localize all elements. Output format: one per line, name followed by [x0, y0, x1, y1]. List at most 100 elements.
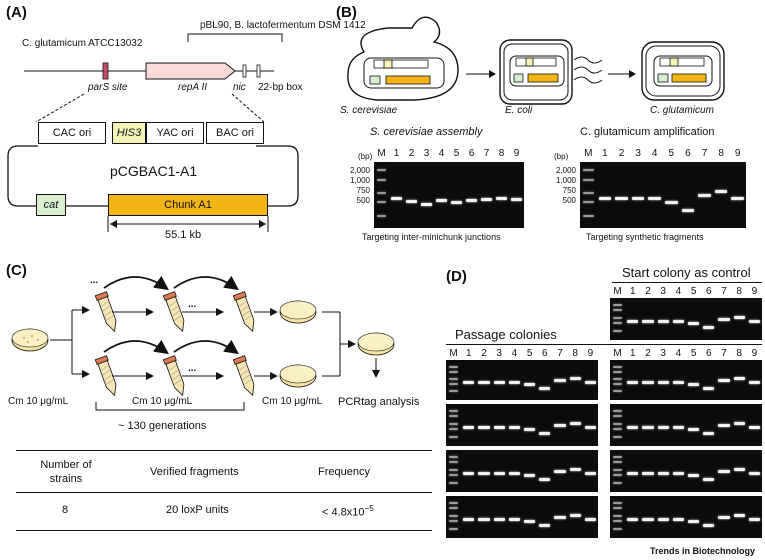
dna-band	[508, 517, 520, 521]
ladder-band	[449, 435, 459, 438]
dna-band	[688, 427, 700, 431]
lane-label: 6	[706, 348, 712, 359]
dna-band	[648, 196, 661, 200]
dna-band	[748, 425, 760, 429]
ladder-band	[449, 428, 459, 431]
cat-box: cat	[36, 194, 66, 216]
dna-band	[539, 432, 551, 436]
ladder-band	[449, 377, 459, 380]
ladder-band	[449, 409, 459, 412]
dna-band	[627, 319, 639, 323]
dna-band	[642, 425, 654, 429]
gel-passage-6	[610, 404, 762, 446]
lane-label: 4	[511, 348, 518, 359]
lane-label: M	[584, 148, 593, 159]
passage-title: Passage colonies	[455, 327, 557, 342]
dna-band	[451, 200, 462, 204]
dna-band	[539, 386, 551, 390]
ladder-band	[613, 365, 623, 368]
dna-band	[748, 319, 760, 323]
ladder-band	[613, 455, 623, 458]
dna-band	[569, 421, 581, 425]
panel-a-diagram	[7, 33, 299, 232]
dna-band	[598, 196, 612, 200]
dna-band	[421, 203, 432, 207]
lane-label: 3	[423, 148, 430, 159]
lane-label: M	[377, 148, 386, 159]
dna-band	[657, 471, 669, 475]
dna-band	[584, 425, 596, 429]
lane-label: 3	[635, 148, 641, 159]
ladder-band	[377, 214, 386, 217]
dna-band	[703, 432, 715, 436]
lane-label: 8	[498, 148, 505, 159]
plasmid-name: pCGBAC1-A1	[110, 163, 198, 179]
ecoli-cell-icon	[499, 39, 573, 105]
lane-label: 7	[701, 148, 708, 159]
dna-band	[478, 517, 490, 521]
lane-label: M	[613, 348, 622, 359]
ladder-band	[449, 501, 459, 504]
lane-label: 3	[496, 348, 502, 359]
lane-label: 1	[630, 348, 636, 359]
repa-arrow	[145, 62, 236, 80]
host-source-label: C. glutamicum ATCC13032	[22, 38, 143, 49]
dna-band	[688, 321, 700, 325]
lane-label: 6	[706, 286, 712, 297]
cac-ori-box: CAC ori	[38, 122, 106, 144]
ladder-band	[449, 382, 459, 385]
dna-band	[554, 515, 566, 519]
host-label-cglut: C. glutamicum	[650, 105, 714, 116]
ladder-band	[613, 428, 623, 431]
ladder-band	[583, 169, 594, 172]
ladder-band	[449, 520, 459, 523]
lane-label: 9	[751, 286, 758, 297]
gel-left-caption: Targeting inter-minichunk junctions	[362, 232, 501, 242]
ladder-band	[583, 214, 594, 217]
lane-label: 3	[660, 286, 666, 297]
lane-label: 2	[408, 148, 415, 159]
ladder-band	[613, 370, 623, 373]
ladder-band	[613, 468, 623, 471]
dna-band	[406, 200, 417, 204]
size-label: 55.1 kb	[165, 229, 202, 241]
ladder-band	[449, 468, 459, 471]
dna-band	[463, 471, 475, 475]
ladder-band	[613, 409, 623, 412]
dna-band	[554, 378, 566, 382]
ladder-band	[613, 382, 623, 385]
lane-label: 6	[685, 148, 691, 159]
ladder-band	[449, 507, 459, 510]
feature-label-nic: nic	[233, 82, 246, 93]
dna-band	[493, 471, 505, 475]
gel-right-title: C. glutamicum amplification	[580, 126, 715, 138]
feature-label-22bp: 22-bp box	[258, 82, 303, 93]
gel-passage-2	[446, 404, 598, 446]
dna-band	[493, 380, 505, 384]
dna-band	[672, 425, 684, 429]
dna-band	[478, 425, 490, 429]
dna-band	[672, 471, 684, 475]
lane-label: 4	[675, 286, 682, 297]
dna-band	[627, 471, 639, 475]
host-label-ecoli: E. coli	[505, 105, 533, 116]
dna-band	[657, 319, 669, 323]
dna-band	[584, 380, 596, 384]
lane-label: 9	[734, 148, 741, 159]
his3-box: HIS3	[112, 122, 146, 144]
table-header-fragments: Verified fragments	[150, 466, 239, 478]
dna-band	[642, 319, 654, 323]
ladder-unit-left: (bp)	[358, 152, 373, 161]
table-top-rule	[16, 450, 432, 451]
dna-band	[524, 519, 536, 523]
pars-site-mark	[102, 62, 109, 80]
gel-image-right	[580, 162, 746, 228]
chunk-a1-box: Chunk A1	[108, 194, 268, 216]
dna-band	[569, 513, 581, 517]
ladder-band	[613, 377, 623, 380]
ladder-band	[613, 481, 623, 484]
dna-band	[463, 517, 475, 521]
host-label-yeast: S. cerevisiae	[340, 105, 398, 116]
passage-workflow-diagram	[11, 275, 395, 411]
